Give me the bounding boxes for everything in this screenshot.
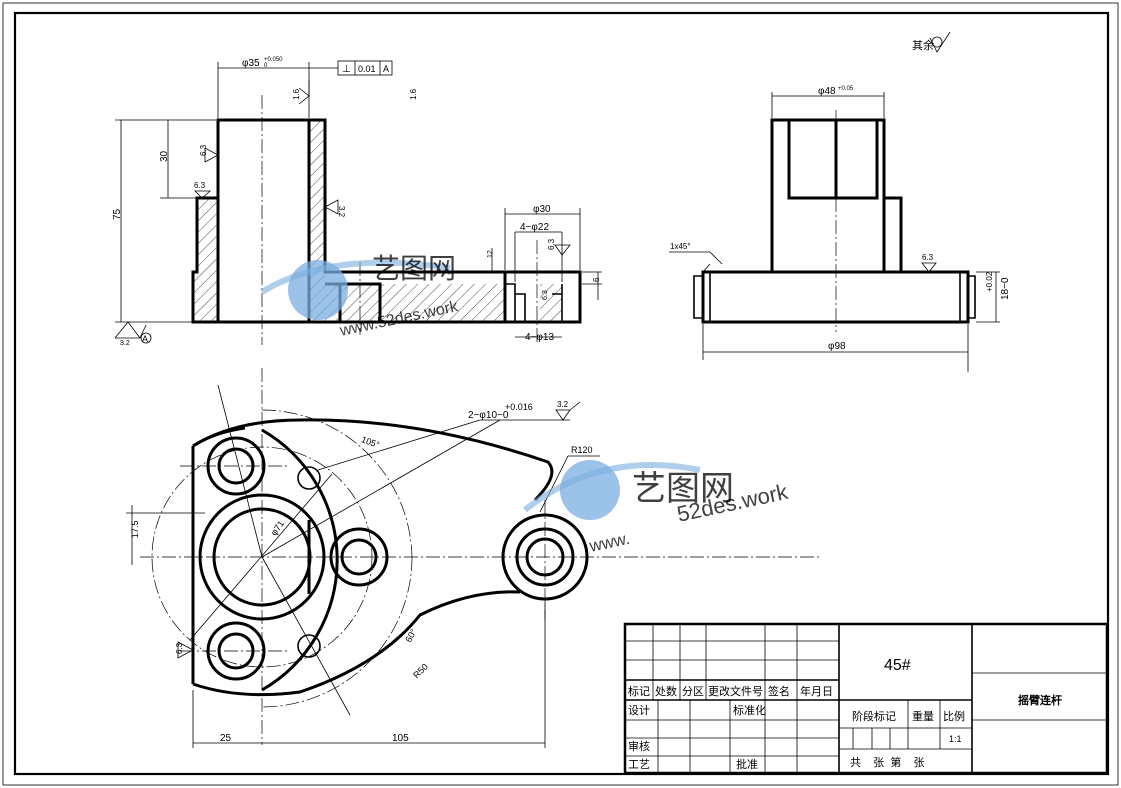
datum-a-label: A bbox=[142, 334, 148, 344]
dim-r120: R120 bbox=[571, 445, 593, 455]
tb-header-count: 处数 bbox=[655, 685, 677, 698]
watermark-brand-top: 艺图网 bbox=[372, 253, 456, 284]
ra-bore: 1.6 bbox=[292, 88, 301, 100]
dim-d48-tol: +0.05 bbox=[838, 86, 854, 92]
tb-header-zone: 分区 bbox=[682, 685, 704, 698]
title-part-name: 摇臂连杆 bbox=[1018, 693, 1062, 707]
dim-h18: 18−0 bbox=[1000, 277, 1011, 300]
tb-weight: 重量 bbox=[912, 709, 934, 723]
dim-r50: R50 bbox=[411, 661, 430, 680]
perp-datum: A bbox=[383, 64, 389, 74]
tb-review: 审核 bbox=[628, 739, 650, 753]
ra-hole: 3.2 bbox=[557, 400, 569, 409]
tb-standard: 标准化 bbox=[733, 703, 766, 717]
tb-header-date: 年月日 bbox=[800, 684, 833, 698]
dim-hole-tol: +0.016 bbox=[505, 402, 533, 412]
front-view-section: φ35 +0.050 0 ⊥ 0.01 A 1.6 1.6 30 75 6.3 … bbox=[112, 57, 602, 347]
perp-symbol: ⊥ bbox=[342, 64, 351, 75]
dim-bore-dia: φ35 bbox=[242, 58, 260, 69]
dim-h25: 25 bbox=[220, 733, 232, 744]
front-view-outline bbox=[191, 118, 582, 324]
ra-top-hole: 6.3 bbox=[175, 642, 184, 654]
dim-d22: 4−φ22 bbox=[520, 222, 549, 233]
dim-h105: 105 bbox=[392, 733, 409, 744]
tb-header-doc: 更改文件号 bbox=[708, 684, 763, 698]
perpendicularity-frame: ⊥ 0.01 A bbox=[309, 60, 393, 76]
inner-drawing-border bbox=[13, 11, 1110, 776]
watermark-right: 艺图网 www. 52des.work bbox=[523, 460, 791, 556]
dim-height-75: 75 bbox=[112, 208, 123, 220]
general-roughness-note: 其余 bbox=[912, 31, 951, 53]
dim-h18-tol: +0.02 bbox=[985, 271, 994, 292]
dim-height-30: 30 bbox=[159, 150, 170, 162]
dim-hole-note: 2−φ10−0 bbox=[468, 410, 509, 421]
dim-d48: φ48 bbox=[818, 86, 836, 97]
stray-mark: 1.6 bbox=[409, 88, 418, 100]
dim-d71: φ71 bbox=[269, 519, 286, 538]
dim-t6: 6 bbox=[592, 277, 601, 282]
dim-bore-tol-lower: 0 bbox=[264, 63, 268, 69]
dim-bore-tol-upper: +0.050 bbox=[264, 57, 283, 63]
perp-value: 0.01 bbox=[358, 64, 376, 74]
tb-header-mark: 标记 bbox=[628, 684, 650, 698]
ra-boss-top: 6.3 bbox=[547, 238, 556, 250]
ra-flange: 6.3 bbox=[922, 253, 934, 262]
tb-process: 工艺 bbox=[628, 758, 650, 771]
title-block: 45# 摇臂连杆 标记 处数 分区 更改文件号 签名 年月日 设计 标准化 阶段… bbox=[623, 622, 1109, 775]
tb-stage-mark: 阶段标记 bbox=[852, 709, 896, 723]
tb-design: 设计 bbox=[628, 704, 650, 717]
dim-chamfer: 1x45° bbox=[670, 242, 691, 251]
hatch-arm bbox=[325, 284, 505, 322]
ra-sleeve-a: 6.3 bbox=[199, 144, 208, 156]
dim-d98: φ98 bbox=[828, 341, 846, 352]
watermark-url-prefix: www. bbox=[587, 529, 632, 556]
dim-v175: 17.5 bbox=[130, 520, 140, 538]
ra-base: 3.2 bbox=[120, 340, 130, 347]
dim-d13: 4−φ13 bbox=[525, 332, 554, 343]
top-view: 2−φ10−0 +0.016 3.2 R120 105° φ71 17.5 60… bbox=[126, 368, 820, 748]
dim-d30: φ30 bbox=[533, 204, 551, 215]
side-view: φ48 +0.05 1x45° 6.3 φ98 18−0 +0.02 bbox=[669, 86, 1011, 372]
watermark-brand-right: 艺图网 bbox=[632, 470, 734, 508]
roughness-general-label: 其余 bbox=[912, 38, 934, 52]
tb-scale-value: 1:1 bbox=[949, 734, 962, 744]
title-material: 45# bbox=[884, 657, 911, 674]
ra-step: 6.3 bbox=[194, 181, 206, 190]
ra-boss-hole: 6.3 bbox=[542, 290, 549, 300]
tb-scale-label: 比例 bbox=[943, 709, 965, 723]
tb-approve: 批准 bbox=[736, 757, 758, 771]
dim-a105: 105° bbox=[360, 434, 381, 450]
tb-sheets: 共 张 第 张 bbox=[850, 755, 925, 769]
hatch-base-left bbox=[193, 272, 197, 322]
datum-a-marker: 3.2 A bbox=[114, 321, 152, 347]
dim-t12: 12 bbox=[487, 250, 494, 258]
hatch-wall-left-lower bbox=[197, 198, 218, 322]
tb-header-sign: 签名 bbox=[768, 684, 790, 698]
ra-wall: 3.2 bbox=[337, 206, 346, 218]
